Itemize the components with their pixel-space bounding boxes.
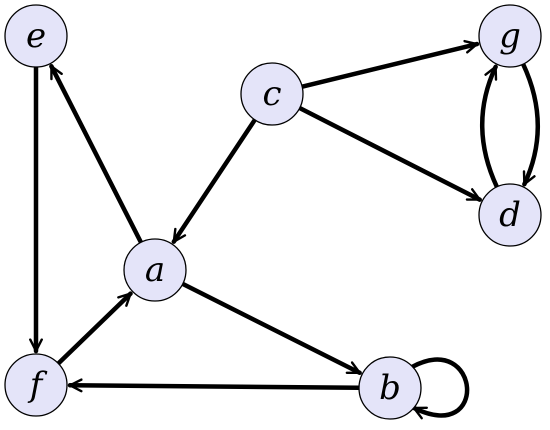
edge-b-to-f — [67, 378, 362, 393]
node-e-circle — [4, 4, 68, 68]
node-c: c — [240, 62, 304, 126]
edge-c-to-a — [171, 117, 258, 244]
node-c-circle — [240, 62, 304, 126]
node-g-label: g — [499, 16, 521, 56]
edge-c-to-g — [299, 39, 480, 89]
node-e-label: e — [26, 16, 46, 56]
node-f: f — [4, 353, 68, 417]
node-d-circle — [478, 183, 542, 247]
edges-layer — [29, 39, 541, 420]
edge-g-to-d — [520, 61, 541, 187]
node-b-label: b — [379, 368, 401, 408]
node-a-label: a — [145, 250, 165, 290]
node-a-circle — [123, 238, 187, 302]
node-e: e — [4, 4, 68, 68]
edge-b-to-b — [409, 357, 470, 420]
node-b-circle — [358, 356, 422, 420]
edge-a-to-e — [49, 64, 144, 245]
edge-a-to-b — [180, 281, 362, 375]
node-f-circle — [4, 353, 68, 417]
node-a: a — [123, 238, 187, 302]
edge-d-to-g — [479, 64, 500, 190]
edge-c-to-d — [297, 105, 482, 202]
node-g-circle — [478, 4, 542, 68]
nodes-layer: e c g d a f b — [4, 4, 542, 420]
edge-f-to-a — [56, 291, 133, 366]
node-g: g — [478, 4, 542, 68]
node-d: d — [478, 183, 542, 247]
node-c-label: c — [262, 74, 281, 114]
node-d-label: d — [499, 195, 521, 235]
node-b: b — [358, 356, 422, 420]
